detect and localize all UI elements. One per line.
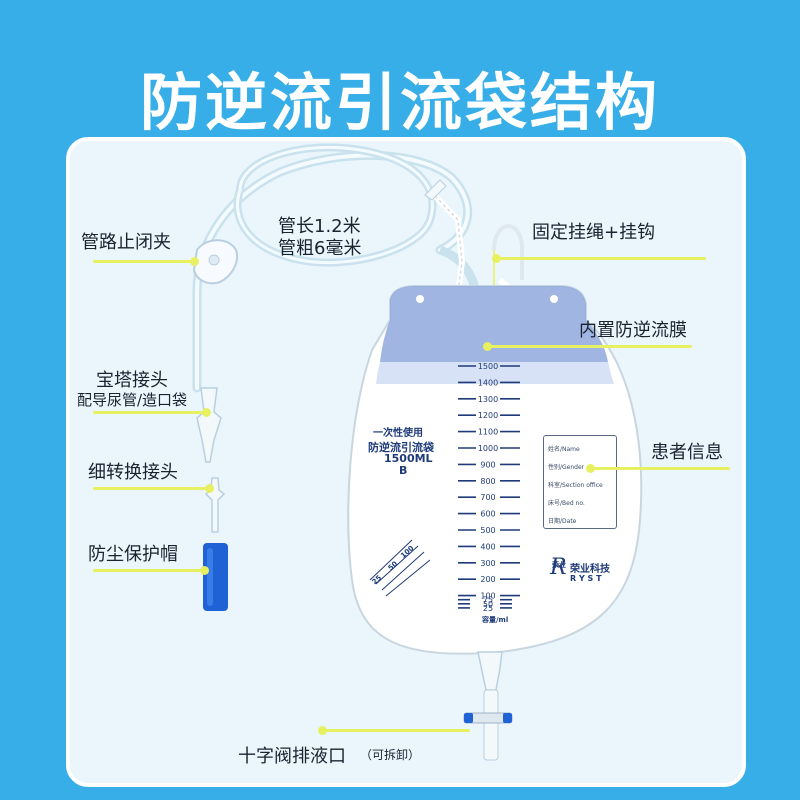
- page-title: 防逆流引流袋结构: [139, 66, 660, 139]
- scale-label-25: 25: [483, 604, 493, 613]
- callout-clamp: 管路止闭夹: [81, 232, 171, 253]
- scale-label-900: 900: [480, 460, 495, 469]
- callout-rope-hook: 固定挂绳+挂钩: [532, 222, 656, 243]
- brand-cn-text: 荣业科技: [570, 564, 610, 575]
- leader-dot-clamp: [190, 257, 199, 266]
- bag-type-text: 一次性使用: [373, 428, 423, 439]
- scale-label-600: 600: [480, 510, 495, 519]
- info-field-date: 日期/Date: [548, 518, 577, 525]
- callout-pagoda-sub: 配导尿管/造口袋: [77, 391, 188, 409]
- callout-patient-info: 患者信息: [651, 442, 723, 463]
- leader-cross-valve: [322, 729, 470, 732]
- info-field-section: 科室/Section office: [548, 482, 603, 489]
- scale-label-1200: 1200: [478, 411, 498, 420]
- scale-label-1500: 1500: [478, 362, 498, 371]
- patient-info-box: 姓名/Name 性别/Gender 科室/Section office 床号/B…: [543, 435, 617, 529]
- bag-volume-text: 1500ML: [384, 452, 433, 465]
- leader-dot-pagoda: [202, 408, 211, 417]
- scale-label-75: 75: [483, 596, 493, 605]
- tube-diameter-label: 管粗6毫米: [278, 238, 362, 259]
- brand-small-text: 荣业: [552, 561, 566, 569]
- callout-pagoda: 宝塔接头: [96, 370, 168, 391]
- leader-clamp: [93, 260, 193, 263]
- brand-en-text: R Y S T: [570, 574, 602, 583]
- scale-label-400: 400: [480, 542, 495, 551]
- bag-name-text: 防逆流引流袋: [368, 441, 434, 454]
- info-field-bed: 床号/Bed no.: [548, 500, 585, 507]
- callout-adapter: 细转换接头: [88, 462, 178, 483]
- scale-label-700: 700: [480, 493, 495, 502]
- bag-unit-text: 容量/ml: [482, 616, 509, 624]
- side-scale: [369, 539, 431, 597]
- scale-label-1400: 1400: [478, 378, 498, 387]
- scale-label-800: 800: [480, 477, 495, 486]
- svg-text:R: R: [549, 555, 567, 580]
- scale-label-1300: 1300: [478, 395, 498, 404]
- bag-model-text: B: [399, 464, 408, 477]
- scale-label-100: 100: [480, 592, 495, 601]
- leader-dust-cap: [93, 569, 203, 572]
- tube-length-label: 管长1.2米: [278, 216, 361, 237]
- callout-cross-valve: 十字阀排液口: [238, 746, 346, 767]
- leader-dot-dust-cap: [200, 566, 209, 575]
- leader-pagoda: [93, 411, 205, 414]
- volume-scale: 1500 1400 1300 1200 1100 1000 900 800 700 600 500 4…: [458, 362, 520, 613]
- scale-label-1100: 1100: [478, 428, 498, 437]
- scale-label-300: 300: [480, 559, 495, 568]
- leader-dot-adapter: [205, 484, 214, 493]
- leader-patient-info: [590, 467, 730, 470]
- scale-label-200: 200: [480, 575, 495, 584]
- callout-cross-valve-note: （可拆卸）: [360, 748, 421, 762]
- callout-dust-cap: 防尘保护帽: [88, 544, 178, 565]
- info-field-gender: 性别/Gender: [548, 464, 585, 471]
- leader-adapter: [93, 487, 208, 490]
- callout-membrane: 内置防逆流膜: [579, 320, 687, 341]
- leader-membrane: [487, 345, 692, 348]
- scale-label-50: 50: [483, 600, 493, 609]
- scale-label-500: 500: [480, 526, 495, 535]
- scale-label-1000: 1000: [478, 444, 498, 453]
- info-field-name: 姓名/Name: [548, 446, 580, 453]
- leader-rope-hook: [496, 257, 706, 260]
